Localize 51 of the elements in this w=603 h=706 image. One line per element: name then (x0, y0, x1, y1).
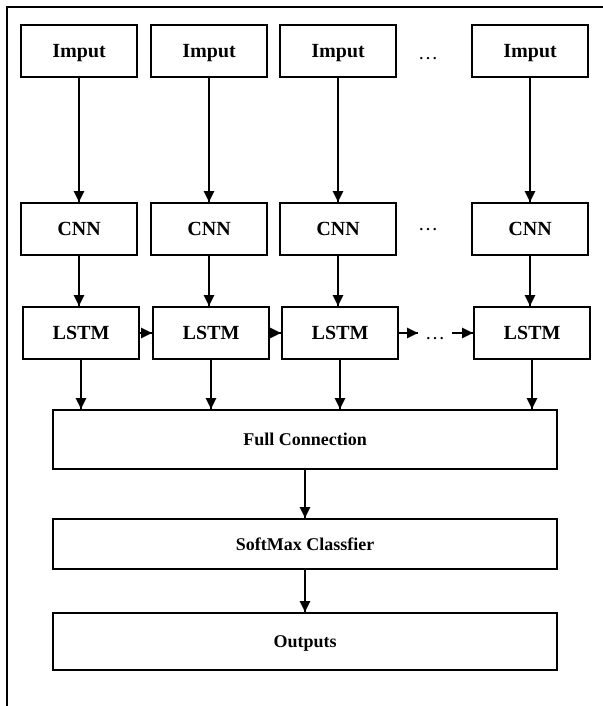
process-box (52, 518, 558, 570)
arrow (524, 78, 536, 202)
arrow (74, 78, 84, 202)
box-label: Imput (52, 40, 106, 62)
ellipsis: … (418, 42, 438, 65)
box-label: CNN (316, 218, 360, 240)
box-label: Imput (503, 40, 557, 62)
box-label: LSTM (504, 322, 560, 344)
box-label: Imput (311, 40, 365, 62)
layer-box (281, 306, 399, 360)
layer-box (150, 24, 268, 78)
box-label: CNN (57, 218, 101, 240)
layer-box (471, 24, 589, 78)
layer-box (279, 202, 397, 256)
process-box (52, 409, 558, 470)
arrow (334, 360, 346, 409)
layer-box (22, 306, 140, 360)
layer-box (20, 202, 138, 256)
layer-box (152, 306, 270, 360)
box-label: Imput (182, 40, 236, 62)
box-label: LSTM (312, 322, 368, 344)
arrow (204, 78, 214, 202)
layer-box (471, 202, 589, 256)
ellipsis: … (418, 213, 438, 236)
arrow (399, 328, 418, 338)
arrow (452, 328, 473, 338)
arrow (300, 570, 310, 612)
arrow (270, 328, 281, 338)
arrow (206, 360, 216, 409)
arrow (332, 256, 344, 306)
box-label: Outputs (273, 631, 337, 652)
arrow (300, 470, 310, 518)
layer-box (20, 24, 138, 78)
arrow (332, 78, 344, 202)
arrow (76, 360, 86, 409)
box-label: Full Connection (243, 429, 367, 450)
arrow (526, 360, 538, 409)
layer-box (473, 306, 591, 360)
arrow (204, 256, 214, 306)
layer-box (150, 202, 268, 256)
box-label: LSTM (52, 322, 110, 344)
layer-box (279, 24, 397, 78)
box-label: CNN (508, 218, 552, 240)
arrow (524, 256, 536, 306)
arrow (74, 256, 84, 306)
output-box (52, 612, 558, 671)
ellipsis: … (418, 318, 452, 348)
arrow (140, 328, 152, 338)
box-label: LSTM (182, 322, 240, 344)
box-label: CNN (187, 218, 231, 240)
box-label: SoftMax Classfier (236, 534, 374, 554)
